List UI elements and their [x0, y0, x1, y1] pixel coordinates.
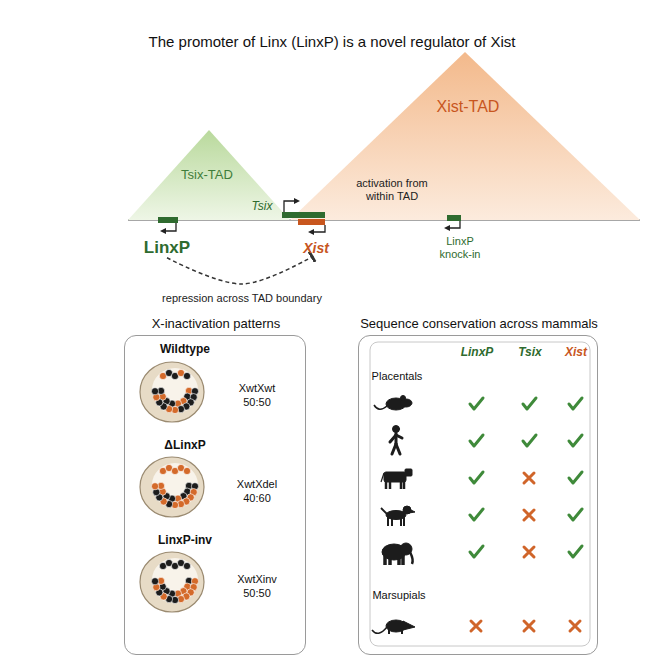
animal-icon [372, 620, 415, 634]
gene-element: Tsix [252, 200, 325, 218]
cross-mark [524, 510, 534, 520]
animal-icon [381, 506, 415, 526]
gene-label: Tsix [252, 200, 273, 214]
tad-label: Tsix-TAD [181, 168, 233, 183]
check-mark [569, 509, 582, 520]
check-mark [470, 435, 483, 446]
gene-element: LinxP knock-in [434, 215, 486, 261]
animal-icon [374, 396, 412, 411]
panel-box: X-inactivation patternsWildtypeXwtXwt50:… [124, 335, 306, 655]
check-mark [470, 546, 483, 557]
panel-text: LinxP [461, 346, 494, 360]
gene-element: LinxP [144, 217, 190, 258]
dashed-connector [167, 256, 313, 284]
cross-mark [570, 621, 580, 631]
cross-mark [524, 621, 534, 631]
cross-mark [524, 473, 534, 483]
panel-text: Tsix [518, 346, 542, 360]
check-mark [569, 435, 582, 446]
title: The promoter of Linx (LinxP) is a novel … [0, 33, 664, 50]
check-mark [470, 472, 483, 483]
animal-icon [381, 469, 412, 489]
check-mark [523, 398, 536, 409]
panel-text: Wildtype [160, 343, 210, 357]
gene-bar [447, 215, 461, 221]
panel-text: 50:50 [243, 587, 271, 600]
check-mark [523, 435, 536, 446]
panel-heading: X-inactivation patterns [152, 317, 281, 332]
gene-bar [282, 212, 325, 218]
gene-label: LinxP knock-in [434, 235, 486, 260]
gene-bar [158, 217, 178, 223]
panel-text: Placentals [372, 370, 423, 383]
edge-label: activation from within TAD [351, 177, 433, 202]
panel-text: Marsupials [372, 589, 425, 602]
table-frame [370, 342, 590, 646]
check-mark [569, 398, 582, 409]
gene-bar [298, 219, 325, 225]
check-mark [470, 509, 483, 520]
panel-text: LinxP-inv [158, 534, 212, 548]
tad-triangle: Xist-TAD [290, 52, 640, 220]
embryo-drawing [140, 552, 204, 612]
panel-text: Xist [565, 346, 587, 360]
panel-text: XwtXdel [237, 478, 277, 491]
panel-heading: Sequence conservation across mammals [360, 317, 598, 332]
tad-label: Xist-TAD [437, 98, 500, 116]
panel-text: ΔLinxP [164, 439, 205, 453]
panel-text: 40:60 [243, 492, 271, 505]
gene-label: Xist [303, 240, 329, 256]
edge-label: repression across TAD boundary [162, 292, 322, 305]
panel-text: XwtXinv [237, 573, 277, 586]
cross-mark [524, 547, 534, 557]
cross-mark [471, 621, 481, 631]
gene-element: Xist [298, 219, 329, 256]
embryo-drawing [140, 362, 204, 422]
triangle-shape [290, 52, 640, 220]
animal-icon [390, 426, 402, 455]
panel-text: XwtXwt [239, 382, 276, 395]
animal-icon [382, 543, 413, 565]
gene-label: LinxP [144, 238, 190, 258]
panel-box: Sequence conservation across mammalsLinx… [358, 335, 598, 655]
check-mark [569, 472, 582, 483]
check-mark [569, 546, 582, 557]
check-mark [470, 398, 483, 409]
panel-text: 50:50 [243, 396, 271, 409]
embryo-drawing [140, 457, 204, 517]
